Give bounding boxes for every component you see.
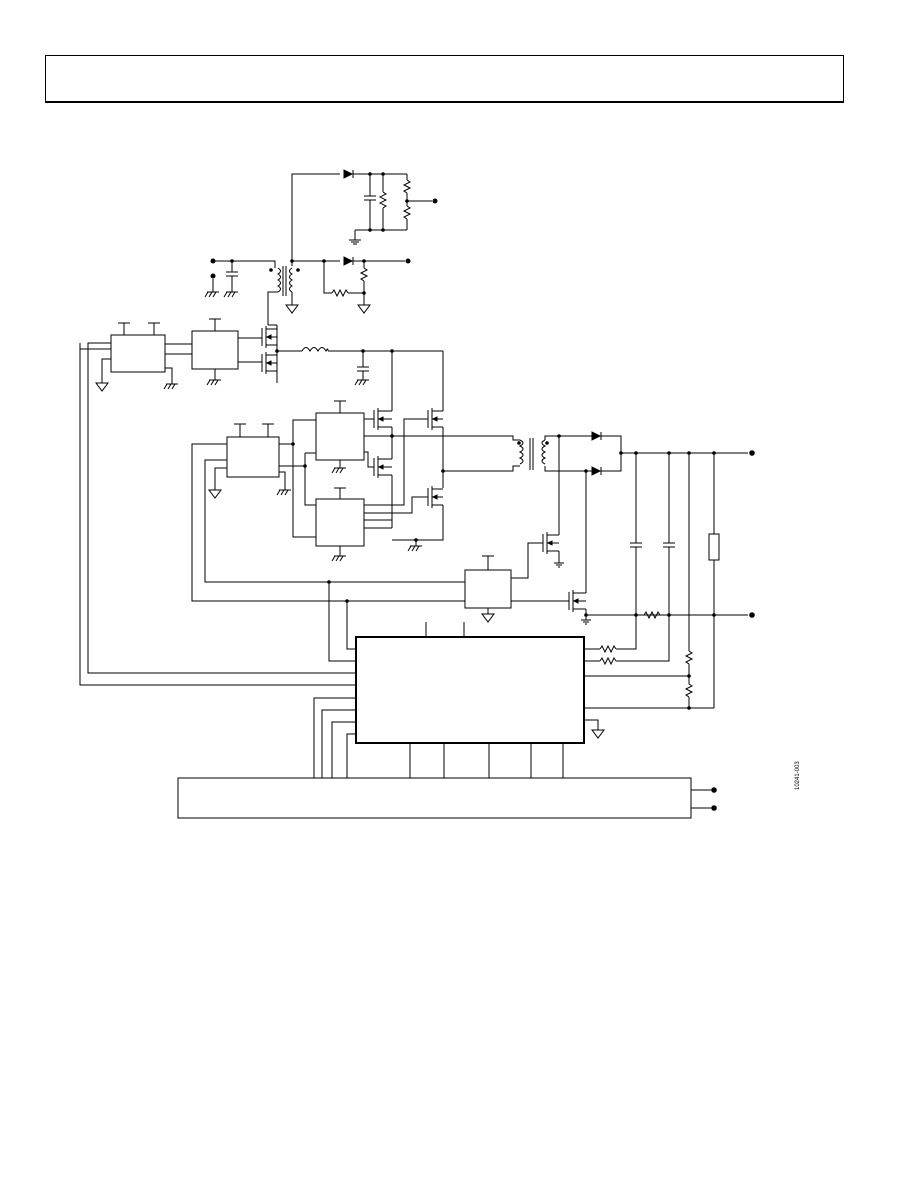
diode-icon — [343, 256, 354, 266]
controller-ic-block — [355, 636, 585, 744]
ground-triangle-icon — [285, 304, 299, 314]
aux-input-terminal — [210, 258, 216, 264]
interface-terminal-2 — [711, 805, 717, 811]
mosfet-icon — [261, 325, 278, 351]
resistor-icon — [402, 179, 412, 194]
resistor-icon — [599, 656, 617, 666]
isolator-block-2 — [208, 423, 291, 499]
mosfet-icon — [261, 351, 278, 383]
ground-symbol — [204, 291, 219, 298]
interface-block — [177, 777, 692, 819]
resistor-icon — [684, 683, 694, 698]
main-transformer — [517, 438, 549, 470]
ground-triangle-icon — [481, 613, 495, 623]
interface-terminal-1 — [711, 787, 717, 793]
inductor-icon — [301, 347, 329, 353]
page-header-box — [45, 55, 844, 103]
gate-driver-block-2 — [315, 400, 365, 474]
ground-triangle-icon — [591, 729, 605, 739]
resistor-icon — [643, 610, 661, 620]
aux-input-terminal-2 — [210, 273, 216, 279]
mosfet-icon — [542, 532, 559, 554]
ground-triangle-icon — [95, 382, 109, 392]
resistor-icon — [599, 644, 617, 654]
resistor-icon — [684, 650, 694, 665]
mosfet-icon — [373, 456, 392, 478]
figure-id: 10241-003 — [795, 761, 801, 790]
ground-triangle-icon — [357, 304, 371, 314]
output-positive-terminal — [749, 450, 755, 456]
output-negative-terminal — [749, 612, 755, 618]
ground-symbol — [223, 291, 238, 298]
aux-supply-section — [204, 169, 438, 325]
mosfet-icon — [427, 486, 443, 508]
diode-icon — [591, 431, 602, 441]
isolator-block-1 — [95, 322, 178, 392]
diode-icon — [343, 169, 354, 179]
sr-driver-block — [464, 555, 512, 623]
resistor-icon — [378, 191, 388, 209]
resistor-icon — [402, 205, 412, 220]
gate-driver-block-3 — [315, 487, 365, 562]
resistor-icon — [331, 288, 349, 298]
mosfet-icon — [427, 408, 443, 430]
mosfet-icon — [373, 408, 392, 430]
load-resistor-icon — [708, 533, 720, 561]
aux-output-terminal — [432, 198, 438, 204]
resistor-icon — [359, 267, 369, 282]
aux-output-terminal-2 — [405, 258, 411, 264]
ground-triangle-icon — [208, 489, 222, 499]
aux-transformer — [269, 266, 300, 296]
gate-driver-block-1 — [191, 318, 239, 386]
diode-icon — [591, 466, 602, 476]
mosfet-icon — [568, 590, 586, 612]
